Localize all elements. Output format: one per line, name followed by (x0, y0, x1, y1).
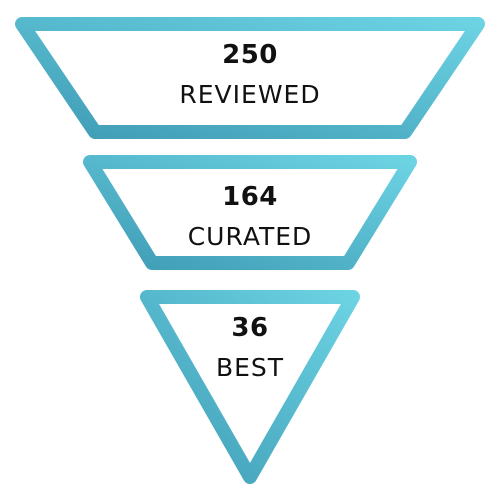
stage-1-label: REVIEWED (179, 80, 321, 109)
stage-3-label: BEST (215, 353, 285, 382)
stage-2-label: CURATED (187, 222, 313, 251)
funnel-stage-3: 36 BEST (0, 313, 500, 383)
funnel-stage-1-shape (15, 17, 485, 139)
funnel-stage-3-shape (140, 290, 360, 484)
stage-3-value: 36 (231, 313, 269, 343)
stage-2-value: 164 (222, 182, 278, 212)
funnel-stage-1: 250 REVIEWED (0, 40, 500, 110)
funnel-stage-2: 164 CURATED (0, 182, 500, 252)
funnel-stage-2-shape (83, 155, 417, 270)
stage-1-value: 250 (222, 40, 278, 70)
